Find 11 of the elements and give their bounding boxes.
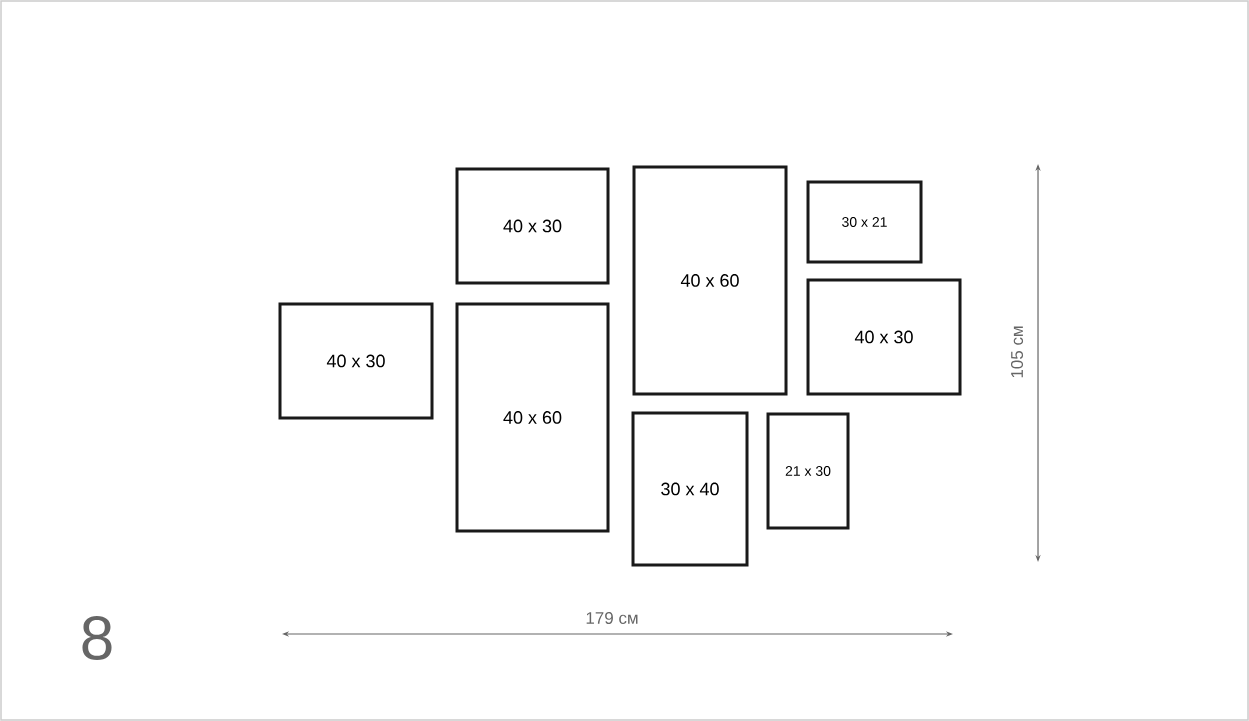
dimension-label: 8 bbox=[82, 616, 112, 660]
frame: 21 x 30 bbox=[766, 412, 850, 530]
frame: 40 x 30 bbox=[455, 167, 610, 285]
frame: 30 x 40 bbox=[631, 411, 749, 567]
frame: 40 x 60 bbox=[455, 302, 610, 533]
dimension-label: 179 см bbox=[586, 612, 638, 624]
frame: 40 x 30 bbox=[278, 302, 434, 420]
frame: 30 x 21 bbox=[806, 180, 923, 264]
dimension-label: 105 см bbox=[1011, 326, 1024, 378]
frame: 40 x 30 bbox=[806, 278, 962, 396]
frame: 40 x 60 bbox=[632, 165, 788, 396]
